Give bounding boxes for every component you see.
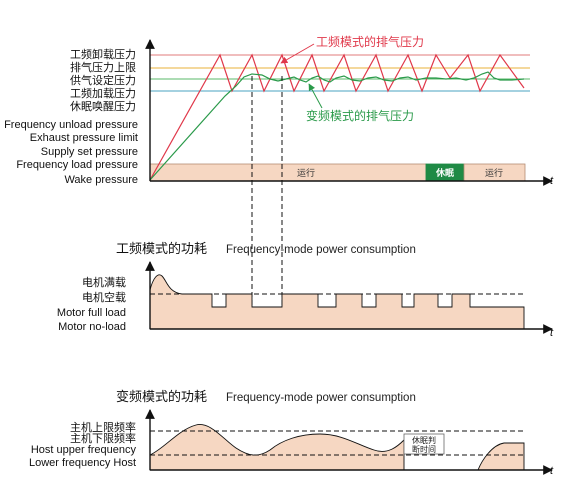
label-supply-set: 供气设定压力	[70, 73, 136, 87]
sleep-judgement-text-2: 断时间	[412, 444, 436, 454]
status-run-2-text: 运行	[485, 167, 503, 178]
label-lower-frequency-en: Lower frequency Host	[29, 457, 136, 469]
label-load-pressure: 工频加载压力	[70, 86, 136, 100]
label-en-unload: Frequency unload pressure	[4, 119, 138, 131]
pressure-diagram: 运行 休眠 运行 t 工频卸载压力 排气压力上限 供气设定压力 工频加载压力 休…	[4, 34, 554, 308]
time-axis-label-2: t	[550, 327, 554, 339]
label-en-supply: Supply set pressure	[41, 146, 138, 158]
time-axis-label-1: t	[550, 175, 554, 187]
label-upper-frequency-cn: 主机上限频率	[70, 420, 136, 434]
label-lower-frequency-cn: 主机下限频率	[70, 431, 136, 445]
status-bar-run-1	[149, 163, 427, 182]
time-axis-label-3: t	[550, 465, 554, 477]
label-en-wake: Wake pressure	[64, 174, 138, 186]
label-motor-full-load-en: Motor full load	[57, 307, 126, 319]
variable-mode-pressure-line	[149, 71, 525, 181]
variable-power-title-en: Frequency-mode power consumption	[226, 392, 416, 404]
variable-power-title: 变频模式的功耗	[116, 389, 207, 404]
variable-power-diagram: 变频模式的功耗 Frequency-mode power consumption…	[29, 389, 554, 477]
sleep-judgement-box	[403, 433, 445, 455]
status-run-1-text: 运行	[297, 167, 315, 178]
label-upper-frequency-en: Host upper frequency	[31, 444, 137, 456]
annotation-red-arrow	[280, 43, 315, 64]
label-exhaust-limit: 排气压力上限	[70, 60, 136, 74]
variable-power-area	[149, 424, 405, 471]
annotation-variable-mode: 变频模式的排气压力	[306, 108, 414, 123]
label-motor-no-load-cn: 电机空载	[82, 290, 126, 304]
annotation-green-arrow	[308, 83, 323, 109]
label-wake-pressure: 休眠唤醒压力	[70, 99, 136, 113]
sleep-judgement-text-1: 休眠判	[412, 435, 436, 445]
frequency-power-title-en: Frequency-mode power consumption	[226, 244, 416, 256]
status-sleep-text: 休眠	[435, 167, 454, 178]
label-motor-full-load-cn: 电机满载	[82, 275, 126, 289]
label-unload-pressure: 工频卸载压力	[70, 47, 136, 61]
frequency-power-diagram: 工频模式的功耗 Frequency-mode power consumption…	[57, 241, 554, 339]
label-motor-no-load-en: Motor no-load	[58, 321, 126, 333]
frequency-power-area	[149, 274, 525, 330]
variable-power-area-2	[477, 442, 525, 471]
label-en-exhaust: Exhaust pressure limit	[30, 132, 138, 144]
label-en-load: Frequency load pressure	[16, 159, 138, 171]
annotation-frequency-mode: 工频模式的排气压力	[316, 34, 424, 49]
frequency-power-title: 工频模式的功耗	[116, 241, 207, 256]
frequency-mode-pressure-line	[149, 53, 525, 181]
